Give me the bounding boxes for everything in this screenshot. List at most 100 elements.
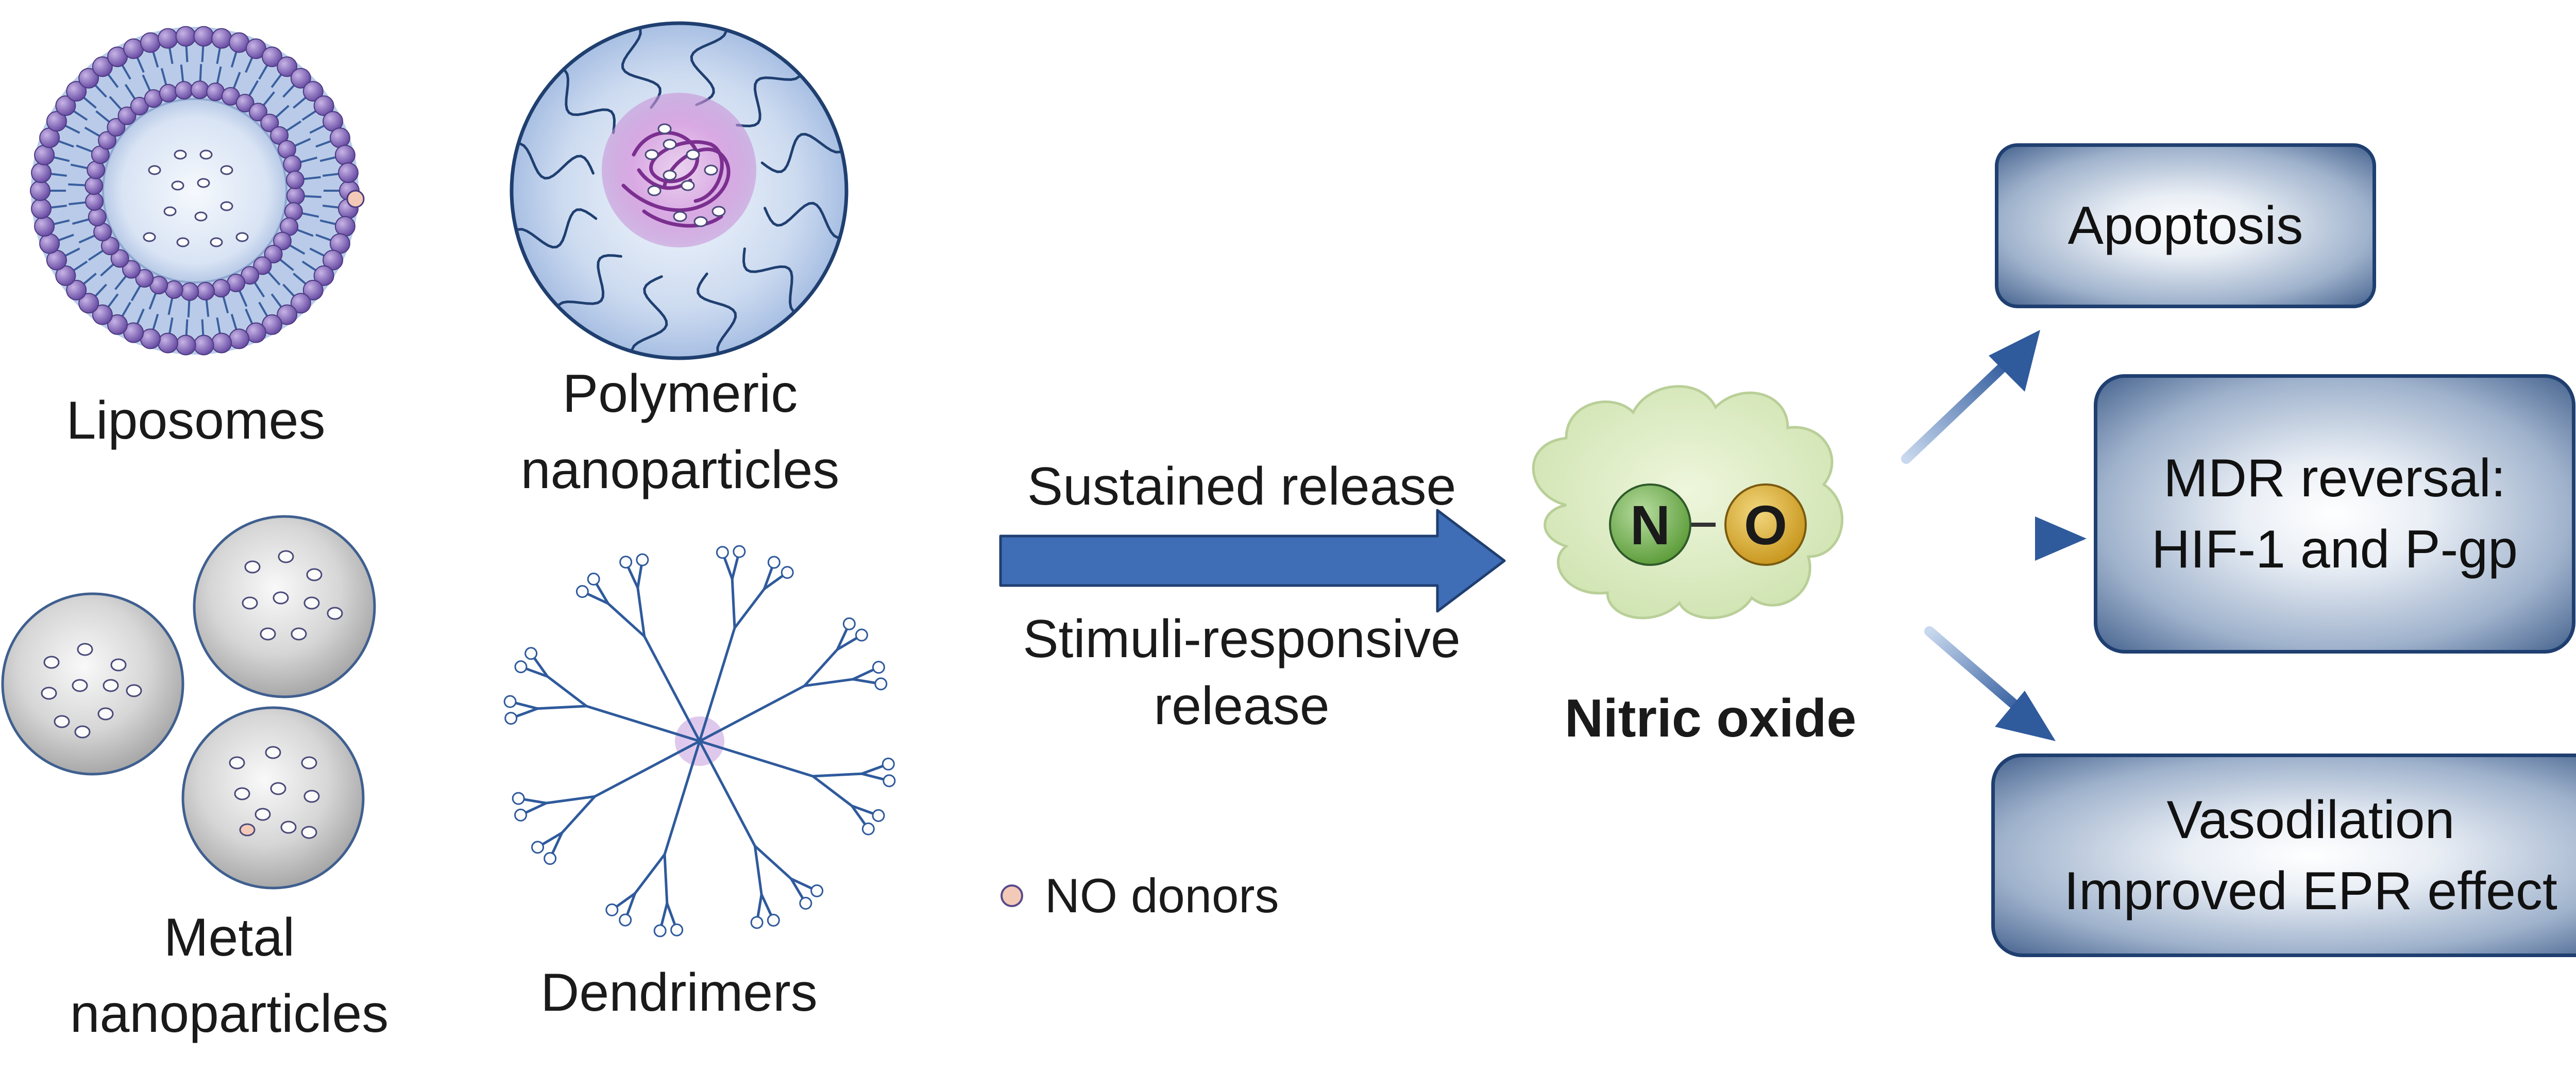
no-donor — [43, 656, 60, 669]
dendrimer-branch — [698, 740, 815, 778]
lipid-head — [88, 208, 107, 227]
no-donor — [663, 170, 677, 181]
oxygen-atom — [1724, 483, 1807, 566]
lipid-head — [175, 26, 196, 47]
dendrimer-branch — [606, 602, 646, 638]
dendrimer-terminal — [512, 792, 525, 805]
dendrimer-terminal — [619, 913, 632, 927]
no-donor — [280, 821, 297, 834]
no-donor — [291, 627, 307, 641]
nitrogen-atom — [1609, 483, 1691, 566]
no-donor — [54, 715, 70, 728]
mdr-reversal-box: MDR reversal: HIF-1 and P-gp — [2094, 374, 2575, 654]
lipid-head — [290, 293, 311, 314]
lipid-head — [135, 269, 154, 288]
lipid-head — [260, 113, 279, 132]
lipid-head — [110, 249, 129, 268]
no-donor — [260, 627, 276, 641]
dendrimer-branch — [663, 740, 701, 856]
dendrimer-terminal — [882, 757, 895, 771]
lipid-head — [66, 279, 87, 300]
lipid-head — [175, 335, 196, 356]
lipid-head — [212, 279, 231, 298]
dendrimer-terminal — [504, 712, 518, 725]
lipid-head — [248, 103, 267, 122]
liposome-illustration — [30, 26, 365, 356]
lipid-head — [117, 106, 137, 125]
polymer-chain — [697, 272, 737, 353]
no-donor — [148, 165, 161, 175]
vasodilation-box: Vasodilation Improved EPR effect — [1991, 754, 2576, 957]
liposomes-label: Liposomes — [66, 391, 326, 450]
no-donor — [327, 607, 343, 620]
dendrimer-branch — [663, 853, 669, 905]
no-donor — [303, 596, 320, 610]
dendrimer-terminal — [514, 808, 528, 822]
lipid-head — [337, 162, 359, 183]
no-donor — [103, 679, 119, 692]
dendrimer-terminal — [767, 556, 781, 569]
no-donor — [255, 808, 271, 821]
dendrimer-terminal — [605, 903, 619, 916]
lipid-head — [140, 32, 161, 53]
no-donor — [663, 139, 677, 150]
no-donor — [346, 190, 365, 208]
polymer-chain — [519, 142, 595, 180]
polymer-chain — [736, 75, 801, 128]
no-donor — [220, 165, 233, 175]
dendrimer-branch — [594, 740, 701, 798]
lipid-head — [31, 198, 52, 219]
dendrimer-terminal — [872, 809, 885, 822]
dendrimer-branch — [536, 705, 588, 710]
no-donor — [74, 725, 91, 739]
apoptosis-box: Apoptosis — [1995, 143, 2376, 308]
no-donor — [72, 679, 88, 692]
metal-label-line1: Metal — [163, 908, 295, 967]
no-donor — [199, 149, 213, 160]
dendrimer-branch — [811, 772, 863, 778]
dendrimer-branch — [811, 775, 853, 807]
dendrimer-branch — [803, 678, 855, 688]
mdr-label-line2: HIF-1 and P-gp — [2151, 520, 2518, 579]
no-donor — [163, 206, 177, 216]
lipid-head — [31, 162, 52, 183]
no-donor — [126, 684, 142, 697]
dendrimer-terminal — [781, 566, 794, 579]
dendrimer-branch — [698, 626, 736, 743]
lipid-head — [283, 155, 302, 174]
dendrimer-terminal — [575, 585, 589, 598]
lipid-head — [334, 216, 355, 237]
lipid-head — [196, 281, 215, 300]
polymer-chain — [760, 132, 841, 173]
dendrimer-branch — [634, 853, 666, 895]
lipid-head — [264, 244, 283, 263]
polymer-chain — [764, 202, 839, 239]
lipid-head — [235, 94, 255, 113]
dendrimer-branch — [636, 586, 646, 638]
dendrimer-branch — [753, 844, 793, 880]
no-donor — [143, 232, 156, 242]
no-donors-legend-label: NO donors — [1045, 868, 1279, 923]
lipid-head — [277, 304, 298, 325]
dendrimer-branch — [731, 577, 736, 629]
stimuli-responsive-release-label: Stimuli-responsive release — [958, 606, 1525, 740]
no-donor — [220, 201, 233, 211]
nitric-oxide-label: Nitric oxide — [1564, 689, 1857, 748]
dendrimer-terminal — [861, 822, 875, 835]
lipid-head — [253, 256, 272, 275]
lipid-head — [98, 131, 117, 150]
dendrimer-terminal — [799, 896, 812, 910]
dendrimer-terminal — [619, 556, 633, 569]
polymer-strand — [632, 131, 724, 203]
no-donor — [704, 164, 718, 176]
no-donor — [273, 591, 289, 605]
lipid-head — [277, 56, 298, 77]
polymer-chain — [631, 275, 668, 351]
dendrimer-illustration — [503, 545, 896, 938]
metal-nanoparticles-illustration — [1, 515, 376, 890]
lipid-head — [175, 81, 194, 100]
polymer-chain — [564, 69, 616, 134]
polymeric-label-line1: Polymeric — [562, 364, 798, 424]
lipid-head — [211, 28, 232, 49]
